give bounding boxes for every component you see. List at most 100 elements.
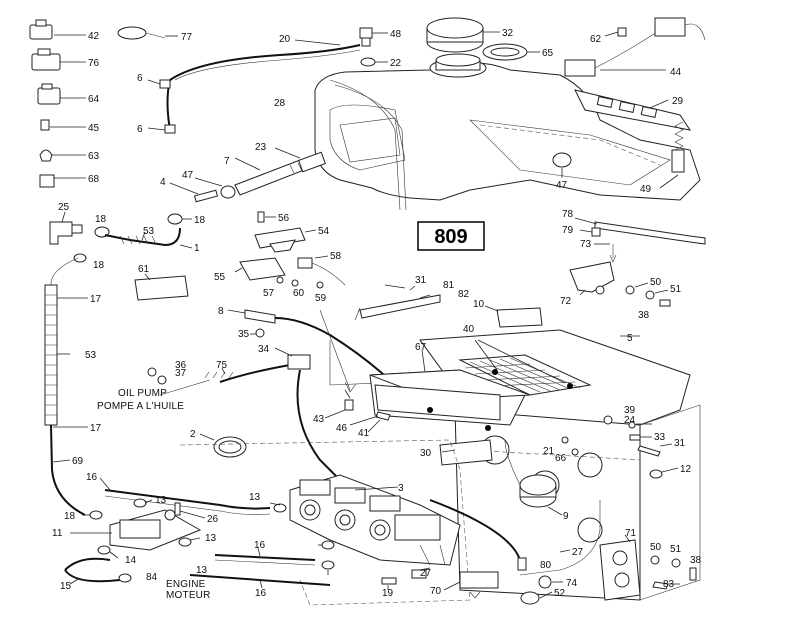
clamp-13e (321, 560, 335, 570)
clamp-2 (213, 436, 247, 458)
callout-numbers: 42 77 20 48 32 62 76 22 65 44 6 64 28 29… (52, 28, 702, 599)
callout: 11 (52, 528, 63, 539)
mounting-plate-71 (599, 539, 641, 601)
callout: 28 (274, 98, 286, 109)
fuel-valve-25 (49, 221, 83, 245)
callout: 51 (670, 544, 682, 555)
callout: 77 (181, 32, 193, 43)
callout: 33 (654, 432, 666, 443)
callout: 44 (670, 67, 682, 78)
callout: 62 (590, 34, 602, 45)
spring-73 (609, 244, 617, 263)
oil-pump-unit-70 (459, 571, 499, 599)
engine-label-fr: MOTEUR (166, 590, 211, 601)
callout: 39 (624, 405, 636, 416)
clamp-13b (178, 537, 192, 547)
callout: 52 (554, 588, 566, 599)
label-10 (496, 307, 543, 328)
label-61 (134, 275, 189, 301)
callout: 38 (690, 555, 702, 566)
callout: 27 (572, 547, 584, 558)
cable-adjuster-34 (287, 354, 311, 370)
clip-79 (591, 227, 601, 237)
callout: 16 (255, 588, 267, 599)
callout: 6 (137, 124, 143, 135)
oil-pump-label-en: OIL PUMP (118, 388, 167, 399)
nut-66 (571, 448, 579, 456)
callout: 41 (358, 428, 370, 439)
callout: 73 (580, 239, 592, 250)
callout: 38 (638, 310, 650, 321)
screw-39 (603, 415, 613, 425)
spring-49 (671, 121, 685, 173)
callout: 32 (502, 28, 514, 39)
callout: 20 (279, 34, 291, 45)
callout: 9 (563, 511, 569, 522)
callout: 71 (625, 528, 637, 539)
callout: 26 (207, 514, 219, 525)
throttle-rod-78 (594, 221, 706, 245)
callout: 4 (160, 177, 166, 188)
washer-50b (650, 555, 660, 565)
callout: 81 (443, 280, 455, 291)
hose-84 (64, 557, 121, 583)
callout: 10 (473, 299, 485, 310)
callout: 65 (542, 48, 554, 59)
gasket-65 (482, 43, 528, 61)
bolt-33 (629, 434, 641, 441)
callout: 66 (555, 453, 567, 464)
fuel-pump-11 (109, 509, 202, 551)
nut-59 (316, 281, 324, 289)
screw-57 (276, 276, 284, 284)
callout: 6 (137, 73, 143, 84)
screw-21 (561, 436, 569, 444)
callout: 31 (674, 438, 686, 449)
bracket-82 (359, 294, 441, 319)
clip-68 (39, 174, 55, 188)
callout: 43 (313, 414, 325, 425)
washer-52 (520, 591, 540, 605)
callout: 2 (190, 429, 196, 440)
sensor-58 (297, 257, 346, 286)
callout: 13 (249, 492, 261, 503)
fitting-8 (244, 309, 276, 324)
callout: 36 (175, 360, 187, 371)
washer-37 (157, 375, 167, 385)
carburetor-assembly-3 (289, 474, 461, 566)
callout: 16 (254, 540, 266, 551)
clip-63 (39, 149, 53, 162)
hose-16a (104, 489, 271, 515)
callout: 84 (146, 572, 158, 583)
valve-55 (239, 257, 286, 281)
connector-64 (37, 83, 61, 105)
engine-label-en: ENGINE (166, 579, 206, 590)
clamp-84 (118, 573, 132, 583)
callout: 47 (556, 180, 568, 191)
clamp-18d (89, 510, 103, 520)
callout: 18 (64, 511, 76, 522)
nut-36 (147, 367, 157, 377)
clamp-77 (117, 26, 166, 40)
callout: 68 (88, 174, 100, 185)
screw-35 (255, 328, 265, 338)
grommet-12 (649, 469, 663, 479)
callout: 37 (175, 368, 187, 379)
throttle-cable-27 (429, 499, 521, 561)
callout: 24 (624, 415, 636, 426)
clamp-14 (97, 545, 111, 555)
washer-22 (360, 57, 376, 67)
callout: 55 (214, 272, 226, 283)
cable-75 (204, 371, 234, 379)
clamp-13a (133, 498, 147, 508)
fuel-line-17 (44, 257, 86, 516)
callout: 14 (125, 555, 137, 566)
bracket-72 (569, 261, 615, 295)
callout: 13 (155, 495, 167, 506)
clamp-13c (273, 503, 287, 513)
screw-83 (652, 581, 669, 590)
callout: 8 (218, 306, 224, 317)
callout: 18 (95, 214, 107, 225)
bolt-31b (637, 445, 661, 457)
